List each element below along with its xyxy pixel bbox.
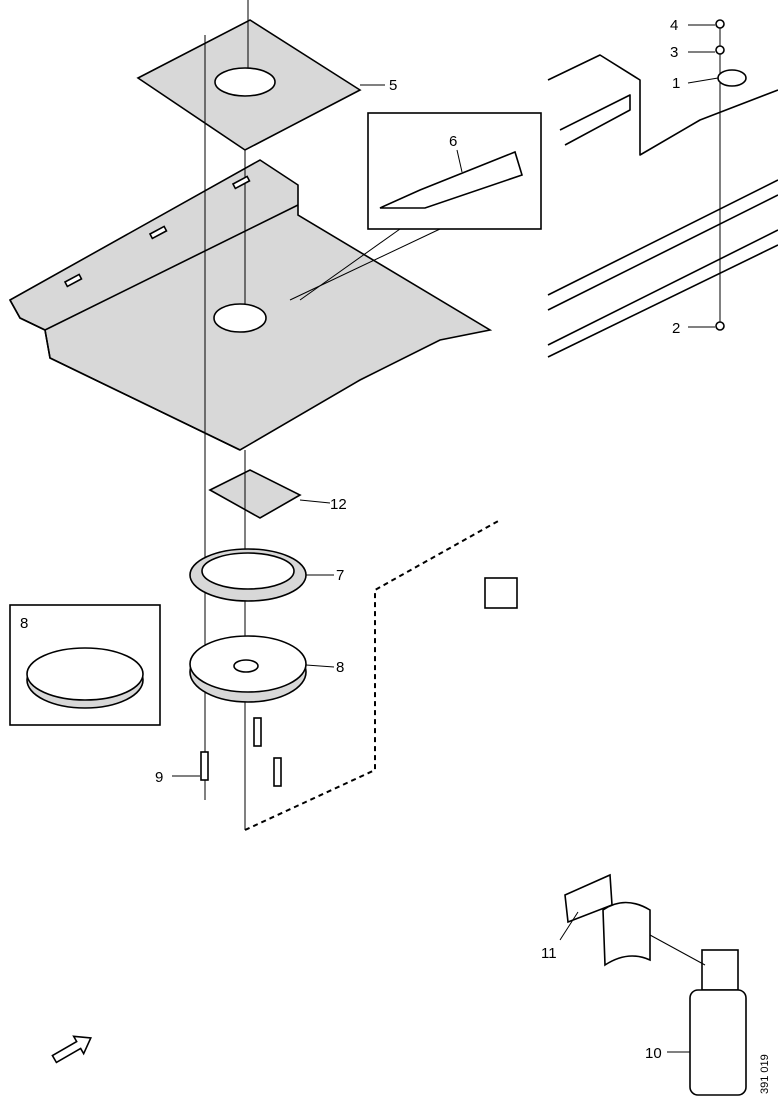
floor-panel [8, 35, 493, 800]
callout-8-inset: 8 [20, 615, 28, 632]
part-10-hose [481, 577, 747, 1096]
callout-8: 8 [336, 659, 344, 676]
part-11-clip [564, 873, 651, 967]
part-9-screws [200, 717, 282, 787]
callout-4: 4 [670, 17, 678, 34]
frame-rail [547, 19, 778, 358]
part-5-plate [136, 0, 362, 151]
callout-6: 6 [449, 133, 457, 150]
leader-lines [172, 24, 719, 1053]
callout-11: 11 [541, 945, 557, 962]
callout-3: 3 [670, 44, 678, 61]
callout-5: 5 [389, 77, 397, 94]
part-6-inset [289, 112, 542, 301]
callout-2: 2 [672, 320, 680, 337]
part-8-inset [9, 604, 161, 726]
arrow-icon [51, 1035, 92, 1064]
drawing-code: 391 019 [759, 1054, 771, 1094]
callout-10: 10 [645, 1045, 662, 1062]
callout-12: 12 [330, 496, 347, 513]
callout-9: 9 [155, 769, 163, 786]
callout-7: 7 [336, 567, 344, 584]
part-8-plate [189, 635, 307, 703]
part-12-shim [208, 469, 302, 519]
callout-1: 1 [672, 75, 680, 92]
part-7-ring [189, 548, 307, 602]
